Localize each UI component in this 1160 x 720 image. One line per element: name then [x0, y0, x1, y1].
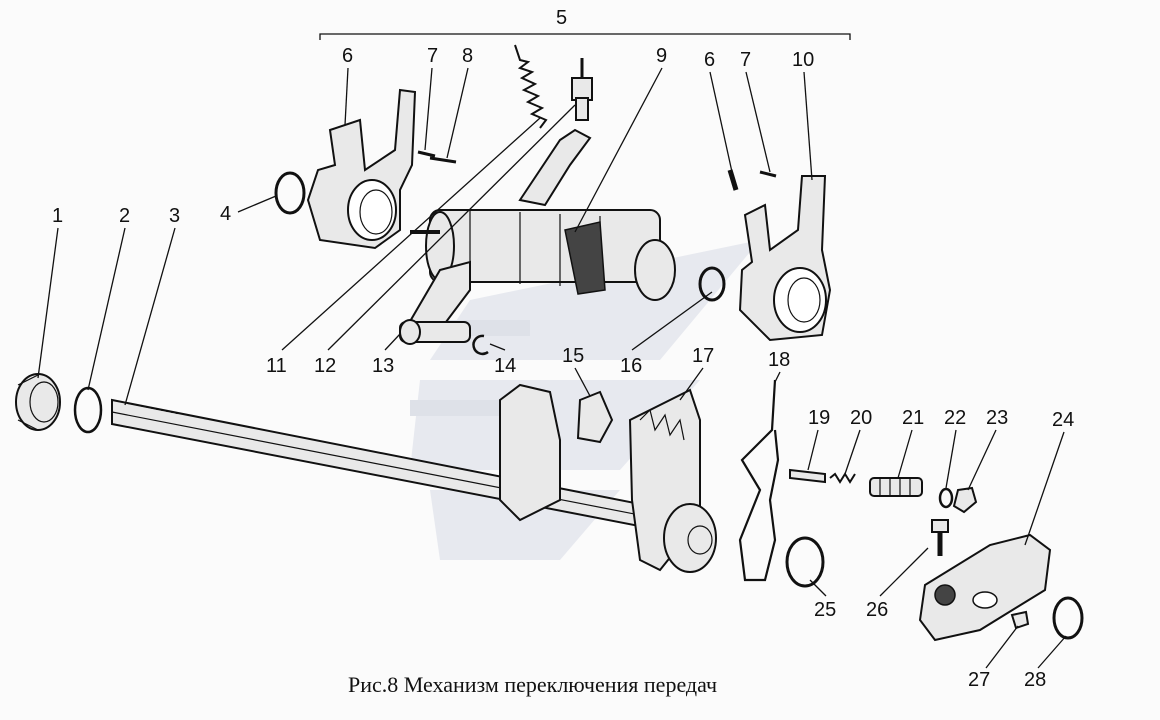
part-28-ring	[1052, 596, 1084, 640]
part-26-bolt	[931, 519, 949, 556]
callout-25: 25	[814, 599, 836, 621]
part-9-selector-drum	[410, 128, 726, 302]
part-27-key	[1010, 610, 1030, 630]
part-8-pin-left	[429, 156, 457, 164]
part-24-bracket	[918, 533, 1052, 642]
callout-17: 17	[692, 345, 714, 367]
callout-7-left: 7	[427, 45, 438, 67]
callout-1: 1	[52, 205, 63, 227]
part-4-ring	[274, 171, 306, 215]
part-2-oring	[73, 386, 103, 434]
callout-21: 21	[902, 407, 924, 429]
callout-19: 19	[808, 407, 830, 429]
part-11-spring	[514, 44, 548, 129]
callout-18: 18	[768, 349, 790, 371]
callout-labels: 5 1 2 3 4 6 7 8 9 6 7 10 11 12 13 14 15 …	[52, 7, 1074, 691]
callout-26: 26	[866, 599, 888, 621]
callout-15: 15	[562, 345, 584, 367]
leader-lines	[37, 67, 1067, 669]
part-6-fork-left	[306, 88, 417, 250]
part-1-bushing	[15, 373, 61, 431]
callout-13: 13	[372, 355, 394, 377]
callout-7-right: 7	[740, 49, 751, 71]
callout-28: 28	[1024, 669, 1046, 691]
callout-6-right: 6	[704, 49, 715, 71]
part-12-plunger	[571, 58, 593, 121]
callout-14: 14	[494, 355, 516, 377]
part-25-seal	[785, 536, 825, 588]
part-17-housing	[499, 383, 717, 573]
callout-12: 12	[314, 355, 336, 377]
callout-24: 24	[1052, 409, 1074, 431]
callout-3: 3	[169, 205, 180, 227]
callout-8: 8	[462, 45, 473, 67]
group-bracket	[319, 33, 851, 40]
callout-27: 27	[968, 669, 990, 691]
callout-9: 9	[656, 45, 667, 67]
part-7-pin-left	[417, 150, 436, 158]
callout-6-left: 6	[342, 45, 353, 67]
part-14-circlip	[472, 334, 489, 356]
part-19-pin	[789, 468, 826, 484]
part-22-washer	[938, 487, 954, 509]
callout-2: 2	[119, 205, 130, 227]
part-7-pin-right	[759, 170, 777, 178]
part-20-spring	[829, 472, 856, 484]
callout-22: 22	[944, 407, 966, 429]
callout-23: 23	[986, 407, 1008, 429]
figure-caption: Рис.8 Механизм переключения передач	[348, 672, 717, 697]
part-21-screw	[869, 477, 923, 497]
callout-20: 20	[850, 407, 872, 429]
group-label-5: 5	[556, 7, 567, 29]
callout-16: 16	[620, 355, 642, 377]
part-23-nut	[952, 486, 978, 514]
part-13-lever	[399, 260, 471, 345]
part-15-plate	[576, 390, 614, 444]
callout-4: 4	[220, 203, 231, 225]
part-10-fork-right	[738, 175, 832, 342]
part-6-pin-right	[727, 169, 739, 191]
callout-11: 11	[266, 355, 287, 377]
part-18-wire-spring	[738, 379, 780, 582]
callout-10: 10	[792, 49, 814, 71]
